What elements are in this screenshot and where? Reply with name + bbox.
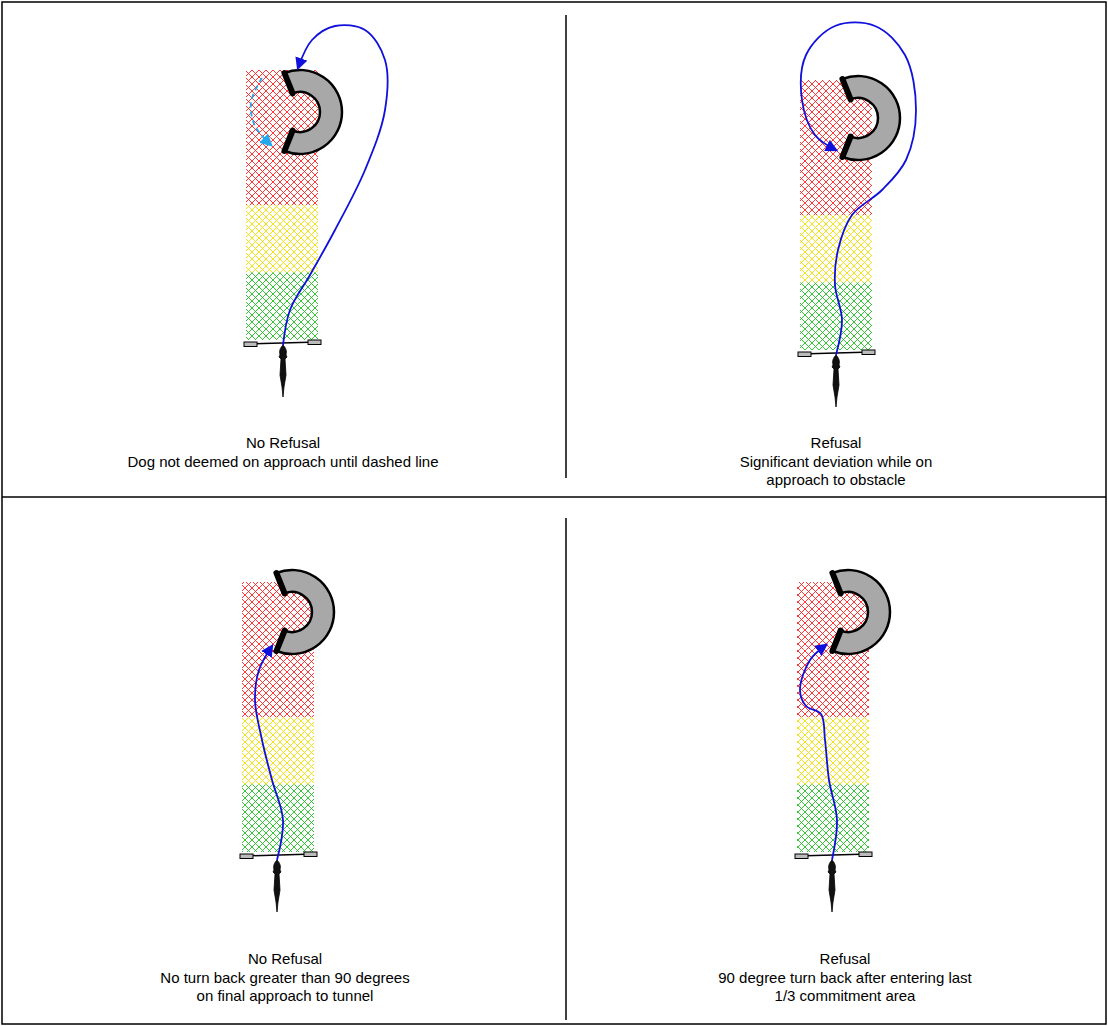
- jump-wing: [308, 340, 321, 345]
- approach-zone: [242, 785, 314, 853]
- jump-wing: [240, 854, 253, 859]
- caption-heading: No Refusal: [103, 434, 463, 452]
- jump-wing: [862, 350, 875, 355]
- approach-zone: [242, 717, 314, 785]
- dog-symbol: [828, 860, 836, 912]
- jump-wing: [859, 852, 872, 857]
- jump-wing: [795, 854, 808, 859]
- dog-symbol: [273, 860, 281, 912]
- caption-heading: No Refusal: [135, 950, 435, 968]
- tunnel: [832, 570, 890, 654]
- approach-zone: [246, 273, 318, 341]
- divider-line: [565, 15, 567, 478]
- dog-symbol: [832, 355, 840, 407]
- dashed-path: [251, 78, 271, 145]
- caption-text: Significant deviation while on approach …: [724, 453, 949, 489]
- panel: [244, 25, 388, 397]
- approach-zone: [242, 650, 314, 718]
- dog-path: [283, 25, 388, 345]
- jump-wing: [244, 342, 257, 347]
- panel: [795, 570, 890, 912]
- jump-wing: [304, 852, 317, 857]
- caption-heading: Refusal: [686, 434, 986, 452]
- dog-path: [801, 22, 916, 355]
- caption-text: Dog not deemed on approach until dashed …: [103, 453, 463, 471]
- panel: [798, 22, 916, 407]
- caption-text: 90 degree turn back after entering last …: [708, 969, 983, 1005]
- divider-line: [565, 518, 567, 1020]
- dog-path: [800, 645, 837, 860]
- dog-path: [255, 646, 283, 860]
- approach-zone: [797, 717, 869, 785]
- caption-heading: Refusal: [695, 950, 995, 968]
- panel: [240, 570, 334, 912]
- approach-zone: [800, 215, 872, 283]
- approach-zone: [246, 205, 318, 273]
- dog-symbol: [279, 345, 287, 397]
- caption-text: No turn back greater than 90 degrees on …: [158, 969, 413, 1005]
- divider-line: [2, 496, 1106, 498]
- tunnel: [284, 70, 342, 154]
- tunnel: [276, 570, 334, 654]
- jump-wing: [798, 352, 811, 357]
- tunnel: [842, 76, 900, 160]
